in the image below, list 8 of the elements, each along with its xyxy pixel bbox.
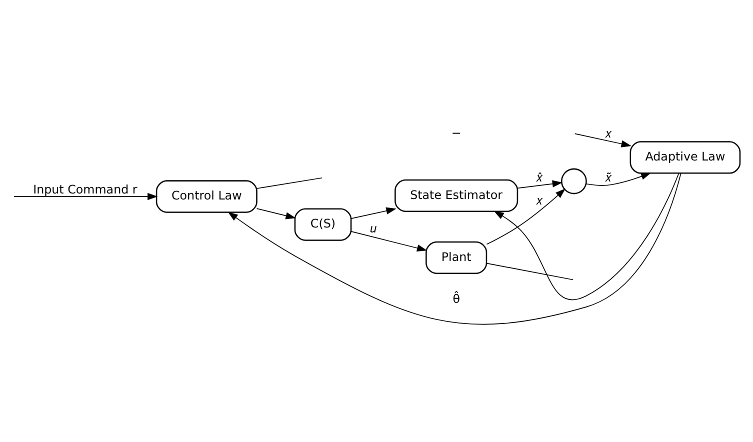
edge-label: 𝑥̃	[604, 170, 612, 184]
label: −	[451, 125, 462, 140]
edge-label: 𝑢	[370, 220, 376, 235]
edge-label: 𝑥	[604, 126, 612, 140]
edge-label: 𝑥	[536, 192, 544, 207]
edge-label: θ̂	[452, 291, 460, 306]
edge-label: Input Command r	[33, 182, 138, 196]
edge-label: 𝑥̂	[536, 170, 544, 184]
